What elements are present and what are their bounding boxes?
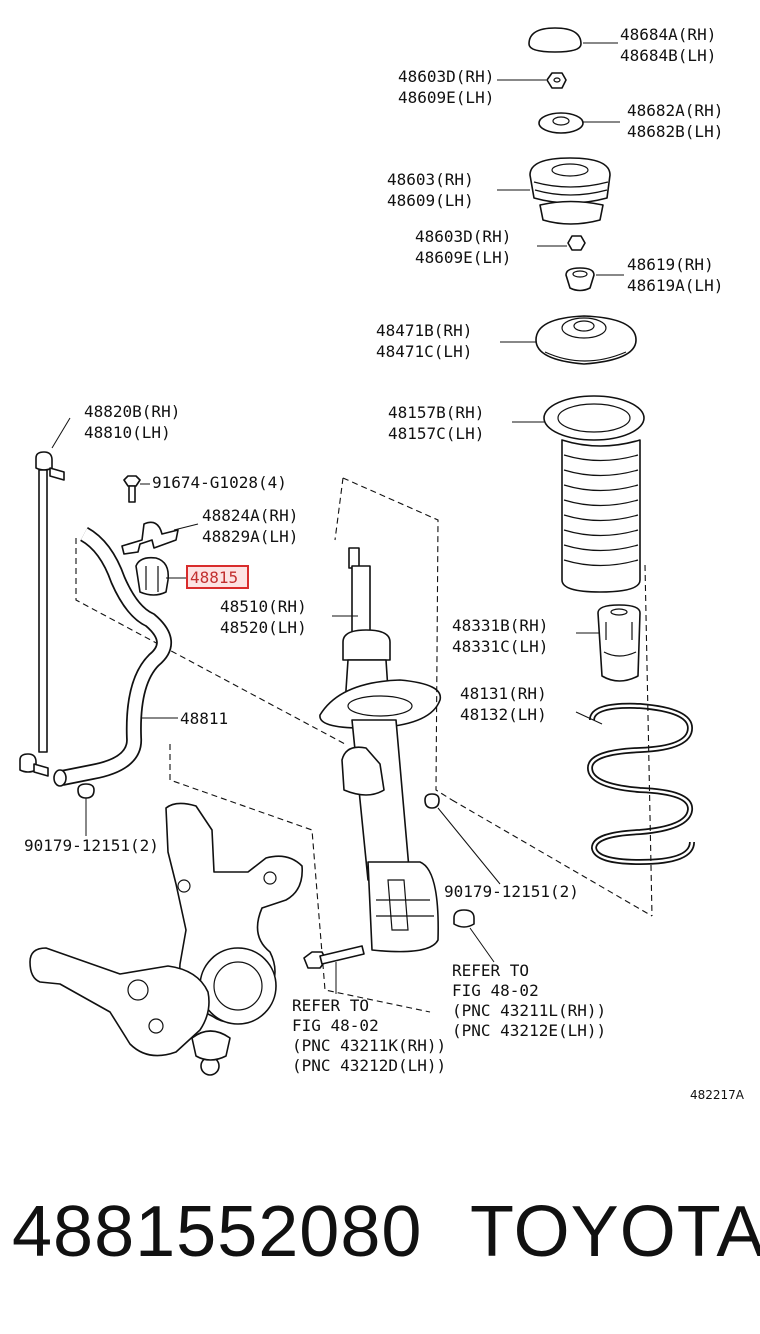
bump-stopper <box>597 604 641 682</box>
strut-bolt <box>303 945 365 969</box>
strut-support <box>529 157 611 225</box>
label-seat-rh: 48471B(RH) <box>376 321 472 340</box>
refer-right-line3: (PNC 43211L(RH)) <box>452 1001 606 1020</box>
label-support-rh: 48603(RH) <box>387 170 474 189</box>
stabilizer-link <box>19 451 65 777</box>
shock-absorber <box>319 547 442 953</box>
label-bolt: 91674-G1028(4) <box>152 473 287 492</box>
label-nut-left: 90179-12151(2) <box>24 836 159 855</box>
steering-knuckle <box>165 802 303 1025</box>
bracket-bolt <box>123 475 141 503</box>
spring-seat <box>535 315 637 365</box>
label-spring-lh: 48132(LH) <box>460 705 547 724</box>
label-stabilizer: 48811 <box>180 709 228 728</box>
refer-left-line2: FIG 48-02 <box>292 1016 379 1035</box>
label-strut-lh: 48520(LH) <box>220 618 307 637</box>
label-bracket-lh: 48829A(LH) <box>202 527 298 546</box>
refer-left-line4: (PNC 43212D(LH)) <box>292 1056 446 1075</box>
label-nut-right: 90179-12151(2) <box>444 882 579 901</box>
lower-arm <box>29 947 231 1076</box>
top-nut <box>546 72 567 89</box>
label-seat-lh: 48471C(LH) <box>376 342 472 361</box>
figure-code: 482217A <box>690 1088 745 1102</box>
label-stopper-lh: 48331C(LH) <box>452 637 548 656</box>
label-stopper-rh: 48331B(RH) <box>452 616 548 635</box>
nut-right <box>424 793 440 809</box>
stabilizer-bushing <box>135 556 170 596</box>
label-bracket-rh: 48824A(RH) <box>202 506 298 525</box>
label-nut-mid-lh: 48609E(LH) <box>415 248 511 267</box>
stabilizer-bracket <box>121 521 179 555</box>
footer-brand: TOYOTA <box>470 1192 760 1272</box>
coil-spring <box>587 702 695 865</box>
label-cap-rh: 48684A(RH) <box>620 25 716 44</box>
label-spring-rh: 48131(RH) <box>460 684 547 703</box>
label-nut-mid-rh: 48603D(RH) <box>415 227 511 246</box>
label-cap-lh: 48684B(LH) <box>620 46 716 65</box>
footer-part-number: 4881552080 <box>12 1192 422 1272</box>
label-bumper-lh: 48619A(LH) <box>627 276 723 295</box>
refer-right-line1: REFER TO <box>452 961 529 980</box>
label-nut-top-lh: 48609E(LH) <box>398 88 494 107</box>
highlight-box <box>186 565 249 589</box>
label-strut-rh: 48510(RH) <box>220 597 307 616</box>
dust-cap <box>528 27 582 53</box>
mid-nut <box>567 235 586 251</box>
label-link-lh: 48810(LH) <box>84 423 171 442</box>
nut-left <box>77 783 95 799</box>
strut-frame <box>342 477 453 801</box>
label-nut-top-rh: 48603D(RH) <box>398 67 494 86</box>
refer-left-line3: (PNC 43211K(RH)) <box>292 1036 446 1055</box>
label-boot-lh: 48157C(LH) <box>388 424 484 443</box>
label-boot-rh: 48157B(RH) <box>388 403 484 422</box>
label-washer-rh: 48682A(RH) <box>627 101 723 120</box>
washer <box>538 112 584 134</box>
stabilizer-bar <box>53 526 172 787</box>
label-support-lh: 48609(LH) <box>387 191 474 210</box>
label-washer-lh: 48682B(LH) <box>627 122 723 141</box>
refer-left-line1: REFER TO <box>292 996 369 1015</box>
label-bushing-highlight[interactable]: 48815 <box>190 568 238 587</box>
dust-boot <box>543 395 645 593</box>
label-bumper-rh: 48619(RH) <box>627 255 714 274</box>
refer-right-line2: FIG 48-02 <box>452 981 539 1000</box>
collar-right <box>453 909 475 928</box>
label-link-rh: 48820B(RH) <box>84 402 180 421</box>
bound-bumper <box>565 267 595 292</box>
refer-right-line4: (PNC 43212E(LH)) <box>452 1021 606 1040</box>
